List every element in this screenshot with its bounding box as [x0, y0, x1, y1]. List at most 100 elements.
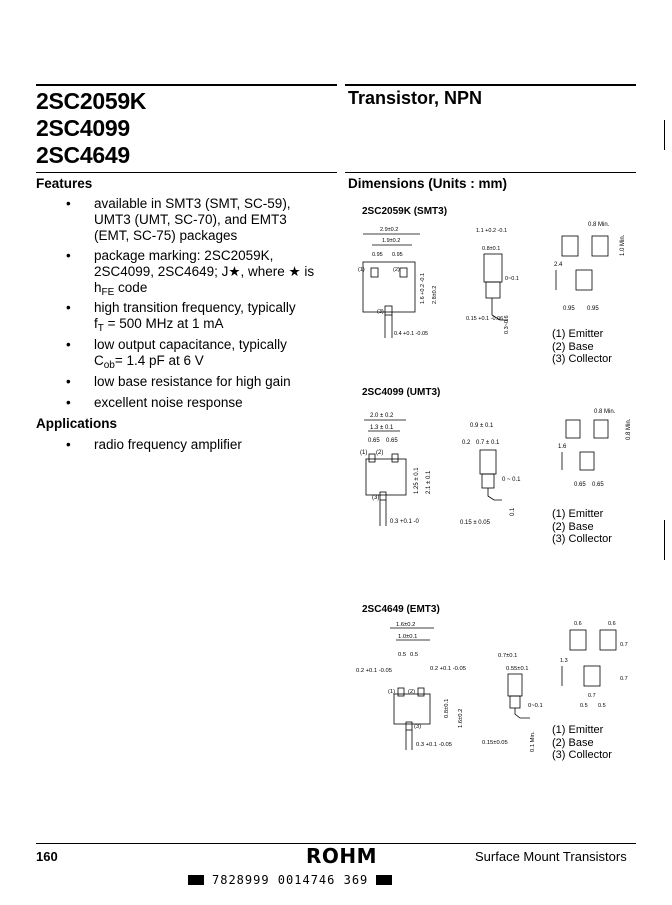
svg-text:(1): (1)	[388, 689, 395, 695]
package-drawing-smt3: 2.9±0.2 1.9±0.2 0.95 0.95 (1)(2) (3) 0.4…	[358, 227, 519, 338]
svg-text:0.5: 0.5	[410, 652, 418, 658]
svg-text:0.95: 0.95	[392, 252, 403, 258]
features-rule	[36, 172, 337, 173]
bullet-icon: •	[66, 196, 71, 211]
svg-text:1.6±0.2: 1.6±0.2	[458, 709, 464, 728]
features-heading: Features	[36, 176, 93, 191]
svg-text:0.3~0.6: 0.3~0.6	[504, 315, 510, 334]
svg-text:0.7: 0.7	[588, 693, 596, 699]
pin-legend: (1) Emitter (2) Base (3) Collector	[552, 724, 612, 761]
barcode-text: 7828999 0014746 369	[212, 873, 369, 887]
header-rule-right	[345, 84, 636, 86]
svg-text:0.55±0.1: 0.55±0.1	[506, 666, 529, 672]
svg-text:0.7±0.1: 0.7±0.1	[498, 653, 517, 659]
header-rule-left	[36, 84, 337, 86]
barcode-line: 7828999 0014746 369	[188, 873, 393, 887]
svg-text:(3): (3)	[377, 309, 384, 315]
svg-text:(3): (3)	[372, 495, 379, 501]
part-number: 2SC4649	[36, 142, 130, 168]
svg-text:0~0.1: 0~0.1	[505, 276, 519, 282]
dimensions-rule	[345, 172, 636, 173]
page-number: 160	[36, 849, 58, 864]
svg-text:0.65: 0.65	[386, 438, 398, 444]
pin-legend: (1) Emitter (2) Base (3) Collector	[552, 328, 612, 365]
package-title: 2SC2059K (SMT3)	[362, 206, 448, 217]
svg-text:0.8 Min.: 0.8 Min.	[588, 222, 610, 228]
svg-text:0.8±0.1: 0.8±0.1	[482, 246, 500, 252]
svg-text:(2): (2)	[408, 689, 415, 695]
barcode-block-icon	[376, 875, 393, 885]
svg-text:0.4 +0.1 -0.05: 0.4 +0.1 -0.05	[394, 331, 428, 337]
package-drawing-umt3: 2.0 ± 0.2 1.3 ± 0.1 0.65 0.65 (1) (2) (3)…	[360, 413, 521, 526]
svg-text:2.8±0.2: 2.8±0.2	[432, 286, 438, 304]
bullet-icon: •	[66, 300, 71, 315]
svg-text:1.0 Min.: 1.0 Min.	[620, 234, 626, 256]
land-pattern-emt3: 0.6 0.6 0.7 0.7 1.3 0.7 0.5 0.5	[560, 621, 628, 709]
svg-text:(3): (3)	[414, 724, 421, 730]
footer-rule	[36, 843, 636, 844]
package-title: 2SC4099 (UMT3)	[362, 387, 441, 398]
applications-heading: Applications	[36, 416, 118, 431]
svg-text:0.1: 0.1	[510, 507, 516, 516]
svg-text:0.8±0.1: 0.8±0.1	[444, 699, 450, 718]
svg-text:1.0±0.1: 1.0±0.1	[398, 634, 417, 640]
land-pattern-smt3: 0.8 Min. 1.0 Min. 2.4 0.95 0.95	[554, 222, 626, 312]
svg-text:(2): (2)	[376, 450, 383, 456]
land-pattern-umt3: 0.8 Min. 0.8 Min. 1.6 0.65 0.65	[558, 409, 632, 488]
bullet-icon: •	[66, 395, 71, 410]
svg-text:1.1 +0.2 -0.1: 1.1 +0.2 -0.1	[476, 228, 507, 234]
svg-text:0.7: 0.7	[620, 642, 628, 648]
svg-text:0.9 ± 0.1: 0.9 ± 0.1	[470, 423, 494, 429]
svg-text:0.95: 0.95	[587, 306, 599, 312]
bullet-icon: •	[66, 374, 71, 389]
svg-text:2.4: 2.4	[554, 262, 563, 268]
svg-text:0.1 Min.: 0.1 Min.	[530, 731, 536, 752]
svg-text:1.6 +0.2 -0.1: 1.6 +0.2 -0.1	[420, 273, 426, 304]
svg-text:0.8 Min.: 0.8 Min.	[626, 418, 632, 440]
barcode-block-icon	[188, 875, 204, 885]
svg-text:0.95: 0.95	[563, 306, 575, 312]
svg-text:1.25 ± 0.1: 1.25 ± 0.1	[414, 467, 420, 494]
svg-text:0.6: 0.6	[608, 621, 616, 627]
svg-text:0.65: 0.65	[592, 482, 604, 488]
svg-text:0.65: 0.65	[368, 438, 380, 444]
svg-text:0.65: 0.65	[574, 482, 586, 488]
svg-text:(2): (2)	[393, 267, 400, 273]
svg-text:2.0 ± 0.2: 2.0 ± 0.2	[370, 413, 394, 419]
svg-text:0 ~ 0.1: 0 ~ 0.1	[502, 477, 521, 483]
part-number: 2SC4099	[36, 115, 130, 141]
svg-text:0.2: 0.2	[462, 440, 471, 446]
svg-text:0.15 ± 0.05: 0.15 ± 0.05	[460, 520, 491, 526]
svg-text:0.15 +0.1 -0.06: 0.15 +0.1 -0.06	[466, 316, 503, 322]
svg-text:1.3: 1.3	[560, 658, 568, 664]
bullet-icon: •	[66, 437, 71, 452]
dimensions-heading: Dimensions (Units : mm)	[348, 176, 508, 191]
svg-text:0.7 ± 0.1: 0.7 ± 0.1	[476, 440, 500, 446]
svg-text:(1): (1)	[358, 267, 365, 273]
svg-text:0.7: 0.7	[620, 676, 628, 682]
svg-text:1.3 ± 0.1: 1.3 ± 0.1	[370, 425, 394, 431]
svg-text:0.5: 0.5	[598, 703, 606, 709]
package-title: 2SC4649 (EMT3)	[362, 604, 440, 615]
device-type-title: Transistor, NPN	[348, 88, 483, 108]
svg-text:0.95: 0.95	[372, 252, 383, 258]
part-number-list: 2SC2059K 2SC4099 2SC4649	[36, 88, 146, 169]
svg-text:0.3 +0.1 -0.05: 0.3 +0.1 -0.05	[416, 742, 452, 748]
svg-text:1.9±0.2: 1.9±0.2	[382, 238, 400, 244]
svg-text:0.2 +0.1 -0.05: 0.2 +0.1 -0.05	[430, 666, 466, 672]
package-drawing-emt3: 1.6±0.2 1.0±0.1 0.5 0.5 0.2 +0.1 -0.05 0…	[356, 622, 543, 752]
bullet-icon: •	[66, 248, 71, 263]
svg-text:0.5: 0.5	[580, 703, 588, 709]
svg-text:1.6±0.2: 1.6±0.2	[396, 622, 415, 628]
svg-text:(1): (1)	[360, 450, 367, 456]
svg-text:0.3 +0.1 -0: 0.3 +0.1 -0	[390, 519, 420, 525]
part-number: 2SC2059K	[36, 88, 147, 114]
svg-text:0.6: 0.6	[574, 621, 582, 627]
svg-text:0.8 Min.: 0.8 Min.	[594, 409, 616, 415]
svg-text:1.6: 1.6	[558, 444, 567, 450]
rohm-logo: ROHM	[306, 844, 378, 868]
svg-text:0~0.1: 0~0.1	[528, 703, 543, 709]
svg-text:0.5: 0.5	[398, 652, 406, 658]
pin-legend: (1) Emitter (2) Base (3) Collector	[552, 508, 612, 545]
scan-edge-mark	[664, 520, 665, 560]
